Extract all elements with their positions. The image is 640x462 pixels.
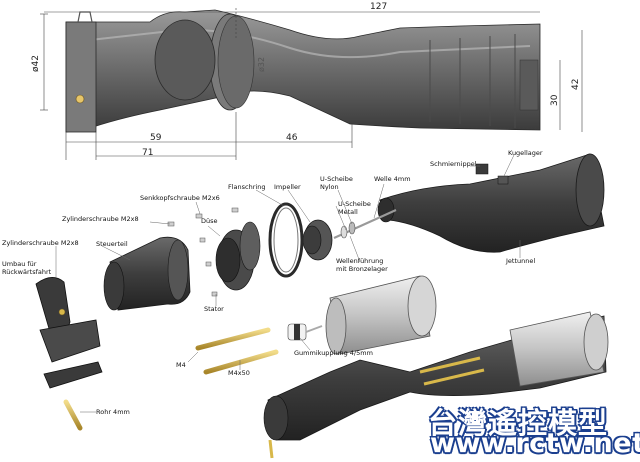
watermark-url: www.rctw.net <box>430 428 640 459</box>
steuerteil-part <box>103 236 191 311</box>
label-impeller: Impeller <box>274 183 301 191</box>
flanschring-part <box>268 202 304 278</box>
label-gummikupplung: Gummikupplung 4/5mm <box>294 349 373 357</box>
label-u-scheibe-metall-1: U-Scheibe <box>338 200 371 208</box>
impeller-part <box>302 219 333 261</box>
assembled-unit <box>263 311 609 459</box>
label-senkkopfschraube: Senkkopfschraube M2x6 <box>140 194 220 202</box>
rohr-part <box>63 399 83 431</box>
motor-part <box>325 275 437 355</box>
label-wellenfuehrung-1: Wellenführung <box>336 257 384 265</box>
label-u-scheibe-metall-2: Metall <box>338 208 358 216</box>
washers <box>340 221 356 239</box>
stator-part <box>215 221 261 291</box>
dim-127: 127 <box>370 2 388 12</box>
label-jettunnel: Jettunnel <box>506 257 536 265</box>
label-u-scheibe-nylon-2: Nylon <box>320 183 339 191</box>
label-steuerteil: Steuerteil <box>96 240 128 248</box>
dim-30: 30 <box>550 94 560 106</box>
dim-42-right: 42 <box>571 78 581 90</box>
label-wellenfuehrung-2: mit Bronzelager <box>336 265 388 273</box>
dimension-lines <box>40 8 583 160</box>
label-zylinderschraube-left: Zylinderschraube M2x8 <box>2 239 79 247</box>
label-m4: M4 <box>176 361 186 369</box>
label-flanschring: Flanschring <box>228 183 266 191</box>
label-u-scheibe-nylon-1: U-Scheibe <box>320 175 353 183</box>
label-m4x50: M4x50 <box>228 369 250 377</box>
label-rohr: Rohr 4mm <box>96 408 130 416</box>
brass-rods <box>195 327 279 375</box>
jettunnel-part <box>377 153 605 253</box>
intake-grid <box>429 34 539 128</box>
label-umbau-1: Umbau für <box>2 260 37 268</box>
rubber-coupling-part <box>287 323 323 341</box>
kugellager-icon <box>497 175 509 185</box>
label-stator: Stator <box>204 305 224 313</box>
label-zylinderschraube-top: Zylinderschraube M2x8 <box>62 215 139 223</box>
dim-42-left: ø42 <box>31 55 41 72</box>
reverse-unit-part <box>35 277 103 389</box>
leader-lines <box>55 154 521 413</box>
watermark-chinese: 台灣遙控模型 <box>428 406 609 440</box>
dim-32: ø32 <box>257 56 266 72</box>
dimensioned-jet-unit <box>40 8 583 160</box>
schmiernippel-icon <box>475 163 489 175</box>
dim-71: 71 <box>142 148 154 158</box>
label-schmiernippel: Schmiernippel <box>430 160 477 168</box>
dim-46: 46 <box>286 133 298 143</box>
dim-59: 59 <box>150 133 162 143</box>
label-welle: Welle 4mm <box>374 175 411 183</box>
label-umbau-2: Rückwärtsfahrt <box>2 268 52 276</box>
label-duese: Düse <box>201 217 218 225</box>
label-kugellager: Kugellager <box>508 149 543 157</box>
